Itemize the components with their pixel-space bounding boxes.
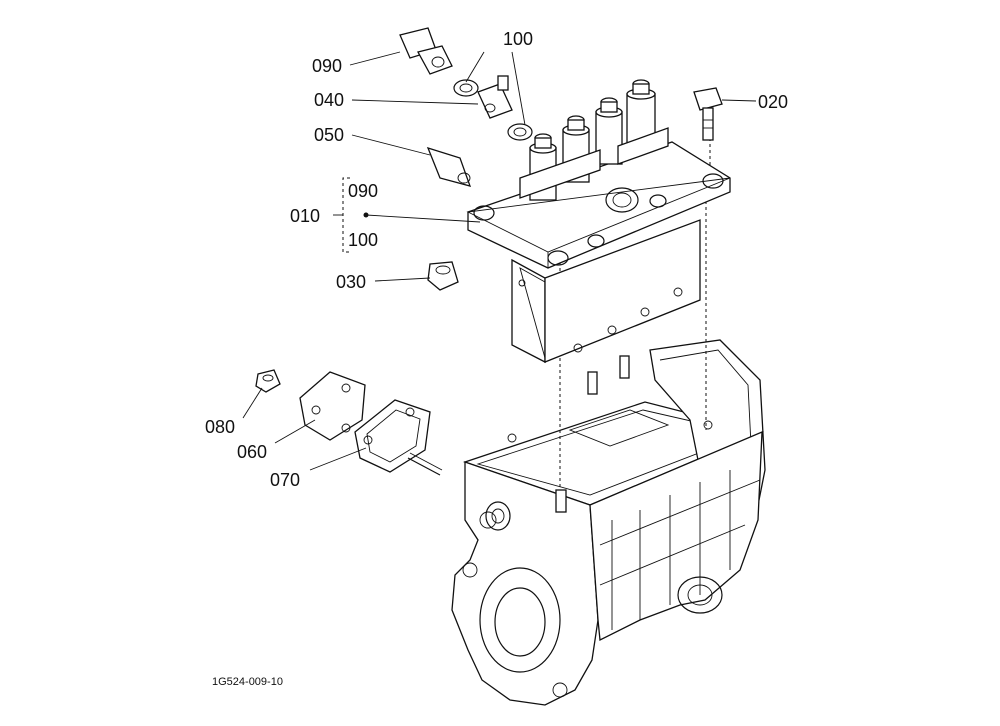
cover-plate-060 [299, 371, 366, 441]
label-070: 070 [270, 470, 300, 490]
washer-100-lower [507, 123, 533, 141]
union-050 [426, 146, 472, 187]
nut-080 [255, 369, 281, 393]
label-060: 060 [237, 442, 267, 462]
nut-030 [427, 261, 459, 291]
leader-lines [242, 51, 757, 471]
diagram-code: 1G524-009-10 [212, 676, 283, 688]
label-010-sub-090: 090 [348, 181, 378, 201]
banjo-bolt-090 [399, 27, 453, 75]
label-020: 020 [758, 92, 788, 112]
injection-pump [466, 79, 731, 364]
bolt-020 [693, 87, 723, 141]
label-080: 080 [205, 417, 235, 437]
label-100: 100 [503, 29, 533, 49]
label-090: 090 [312, 56, 342, 76]
label-010-sub-100: 100 [348, 230, 378, 250]
gasket-070 [354, 399, 431, 473]
engine-block [451, 339, 766, 706]
label-040: 040 [314, 90, 344, 110]
label-030: 030 [336, 272, 366, 292]
label-010: 010 [290, 206, 320, 226]
washer-100-upper [453, 79, 479, 97]
fitting-040 [477, 75, 513, 119]
label-050: 050 [314, 125, 344, 145]
